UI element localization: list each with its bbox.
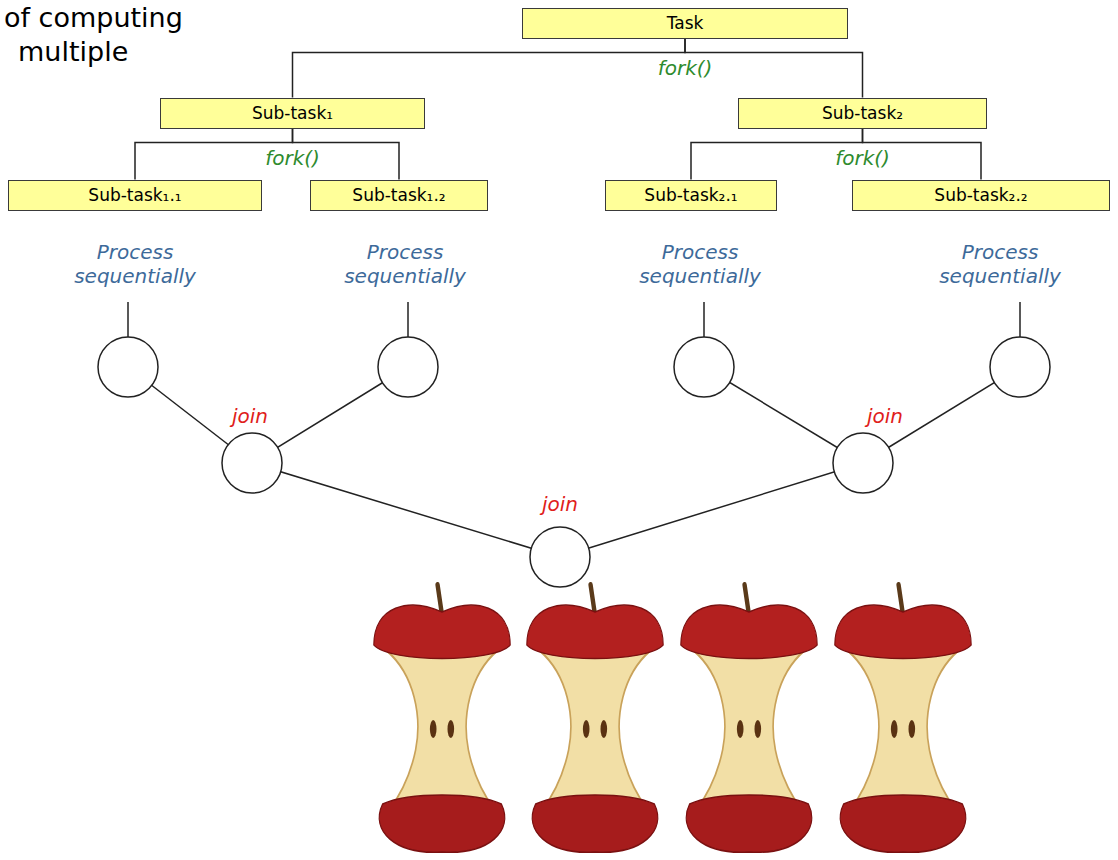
subtask-box: Sub-task₁.₁: [8, 180, 262, 211]
result-circle: [222, 433, 282, 493]
apple-core: [527, 585, 663, 852]
result-circle: [674, 337, 734, 397]
result-circle: [530, 527, 590, 587]
box-label: Sub-task₂: [822, 103, 903, 123]
box-label: Sub-task₂.₁: [644, 185, 737, 205]
fork-connector: [293, 39, 686, 98]
process-note: Process sequentially: [915, 240, 1085, 288]
apple-core: [374, 585, 510, 852]
box-label: Sub-task₁.₁: [88, 185, 181, 205]
result-circle: [378, 337, 438, 397]
task-box: Task: [522, 8, 848, 39]
join-lines: [128, 302, 1020, 557]
fork-label: fork(): [262, 146, 323, 170]
apple-core: [835, 585, 971, 852]
process-note: Process sequentially: [50, 240, 220, 288]
join-line: [127, 302, 129, 337]
process-note: Process sequentially: [320, 240, 490, 288]
result-circle: [990, 337, 1050, 397]
join-label: join: [210, 404, 290, 428]
process-note: Process sequentially: [615, 240, 785, 288]
box-label: Sub-task₂.₂: [934, 185, 1027, 205]
fork-label: fork(): [655, 56, 716, 80]
join-label: join: [520, 492, 600, 516]
subtask-box: Sub-task₂: [738, 98, 987, 129]
join-line: [703, 302, 705, 337]
box-label: Sub-task₁.₂: [352, 185, 445, 205]
join-line: [560, 463, 863, 557]
join-line: [407, 302, 409, 337]
join-line: [252, 463, 560, 557]
result-circle: [833, 433, 893, 493]
intro-text: of computing: [4, 2, 324, 34]
apple-core: [681, 585, 817, 852]
result-circle: [98, 337, 158, 397]
subtask-box: Sub-task₂.₂: [852, 180, 1110, 211]
join-label: join: [845, 404, 925, 428]
subtask-box: Sub-task₁.₂: [310, 180, 488, 211]
subtask-box: Sub-task₂.₁: [605, 180, 777, 211]
join-line: [1019, 302, 1021, 337]
fork-label: fork(): [832, 146, 893, 170]
intro-text: multiple: [18, 36, 338, 68]
result-circles: [98, 337, 1050, 587]
box-label: Task: [667, 13, 704, 33]
subtask-box: Sub-task₁: [160, 98, 425, 129]
box-label: Sub-task₁: [252, 103, 333, 123]
